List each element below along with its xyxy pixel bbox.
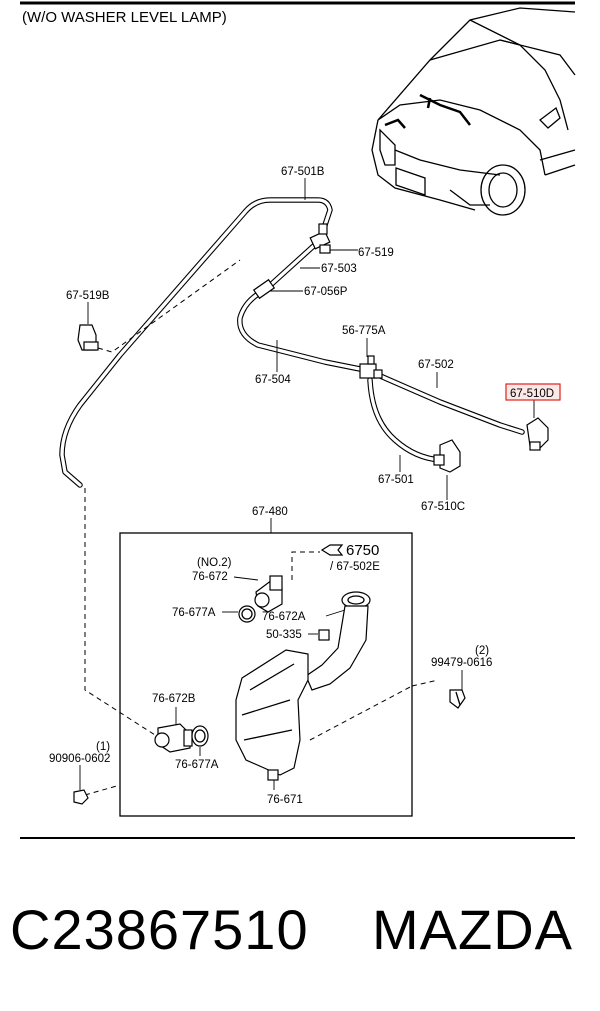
label-67-519b: 67-519B <box>66 290 110 302</box>
reservoir-assembly-box <box>119 532 413 817</box>
clip-67-519 <box>319 244 331 254</box>
label-50-335: 50-335 <box>266 629 302 641</box>
pump-76-672b <box>154 723 193 753</box>
t-joint-56-775a <box>359 355 383 379</box>
dash-to-nut <box>84 784 121 796</box>
label-76-677a-bot: 76-677A <box>175 759 219 771</box>
part-number-text: C23867510 <box>10 898 309 961</box>
label-99479-0616: 99479-0616 <box>431 657 492 669</box>
label-76-671: 76-671 <box>267 794 303 806</box>
leader-76-672a <box>325 609 346 617</box>
hose-67-501 <box>367 377 443 463</box>
label-67-504: 67-504 <box>255 374 291 386</box>
clip-67-519b <box>77 324 99 351</box>
highlight-67-510d: 67-510D <box>505 383 561 401</box>
hose-67-503 <box>237 239 368 373</box>
dash-67-519b <box>97 259 241 353</box>
diagram-title: (W/O WASHER LEVEL LAMP) <box>22 9 227 26</box>
dash-to-bolt <box>411 679 439 687</box>
label-67-502e: / 67-502E <box>330 561 380 573</box>
nut-90906-0602 <box>73 789 89 805</box>
label-76-677a-top: 76-677A <box>172 607 216 619</box>
filler-neck <box>305 591 371 691</box>
pump-no2 <box>254 575 283 613</box>
label-67-519: 67-519 <box>358 247 394 259</box>
label-76-672-top: 76-672 <box>192 571 228 583</box>
nozzle-67-510d <box>526 417 549 451</box>
label-qty-2: (2) <box>475 645 489 657</box>
label-67-510d: 67-510D <box>510 388 554 400</box>
label-67-503: 67-503 <box>321 263 357 275</box>
label-76-672b: 76-672B <box>152 693 196 705</box>
leaders-upper <box>87 178 535 500</box>
footer-caption: C23867510 MAZDA <box>0 895 600 975</box>
grommet-76-677a-top <box>238 605 256 623</box>
connector-67-056p <box>252 278 276 300</box>
label-90906-0602: 90906-0602 <box>49 753 110 765</box>
bolt-99479-0616 <box>449 689 466 709</box>
dash-hose-to-pump <box>84 488 156 736</box>
dash-bolt-line <box>309 685 413 741</box>
nozzle-67-510c <box>433 439 461 473</box>
washer-tank-76-671 <box>235 649 309 781</box>
label-6750: 6750 <box>346 542 379 559</box>
label-qty-1: (1) <box>96 741 110 753</box>
hose-67-501b <box>59 197 333 488</box>
leader-76-672-top <box>233 576 259 581</box>
arrow-ref-icon <box>320 544 344 556</box>
grommet-76-677a-bot <box>191 725 209 747</box>
car-illustration <box>371 7 576 216</box>
label-no2: (NO.2) <box>197 557 232 569</box>
label-67-501b: 67-501B <box>281 166 325 178</box>
hose-67-502 <box>375 372 525 435</box>
label-67-056p: 67-056P <box>304 286 348 298</box>
washer-system-diagram: (W/O WASHER LEVEL LAMP) <box>20 1 576 839</box>
clip-50-335 <box>318 629 330 641</box>
label-76-672a: 76-672A <box>262 611 306 623</box>
label-67-502: 67-502 <box>418 359 454 371</box>
label-67-501: 67-501 <box>378 474 414 486</box>
brand-text: MAZDA <box>372 898 573 961</box>
label-56-775a: 56-775A <box>342 325 386 337</box>
label-67-510c: 67-510C <box>421 501 465 513</box>
label-67-480: 67-480 <box>252 506 288 518</box>
dash-to-6750 <box>291 551 320 580</box>
